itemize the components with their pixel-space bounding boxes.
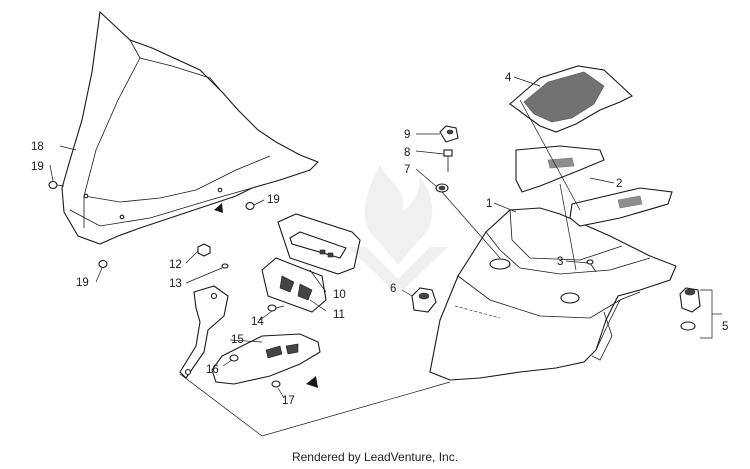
callout-10: 10 (333, 289, 346, 301)
hood (429, 207, 677, 381)
callout-2: 2 (616, 178, 622, 190)
callout-19: 19 (267, 194, 280, 206)
callout-14: 14 (251, 316, 264, 328)
latch-bolt-8 (443, 149, 453, 172)
screw-19-left (48, 180, 65, 190)
screw-14 (267, 304, 285, 312)
callout-18: 18 (31, 141, 44, 153)
gauge-pod (277, 213, 361, 275)
leader-lines (49, 76, 722, 437)
callout-8: 8 (404, 147, 410, 159)
screw-16 (229, 354, 239, 362)
callout-16: 16 (206, 364, 219, 376)
callout-11: 11 (333, 309, 345, 321)
support-bracket-upper (179, 285, 229, 379)
callout-19: 19 (31, 161, 44, 173)
callout-12: 12 (169, 259, 182, 271)
screw-19-right (245, 201, 255, 211)
light-socket-6 (411, 287, 437, 313)
side-panel-upper (515, 145, 605, 193)
leadventure-watermark-logo (348, 165, 448, 295)
callout-17: 17 (282, 395, 295, 407)
callout-1: 1 (486, 198, 492, 210)
callout-5: 5 (722, 321, 728, 333)
callout-3: 3 (557, 256, 563, 268)
callout-6: 6 (390, 283, 396, 295)
storage-net (509, 65, 633, 133)
callout-7: 7 (404, 164, 410, 176)
latch-knob-9 (439, 125, 459, 143)
fuel-cap-5 (679, 287, 701, 331)
callout-9: 9 (404, 129, 410, 141)
callout-4: 4 (505, 72, 512, 84)
render-credit: Rendered by LeadVenture, Inc. (291, 450, 459, 464)
support-bracket-lower (211, 333, 321, 388)
windshield (61, 10, 319, 245)
callout-15: 15 (231, 334, 244, 346)
bolt-12 (197, 243, 211, 257)
callout-13: 13 (169, 278, 182, 290)
washer-13 (221, 263, 229, 269)
nut-19-bottom (98, 259, 108, 269)
callouts: 18 19 19 19 12 13 14 10 11 15 16 17 9 8 … (31, 72, 728, 407)
screw-17 (271, 380, 281, 388)
callout-19: 19 (76, 277, 89, 289)
gauge-bracket (261, 257, 327, 313)
side-panel-lower (569, 187, 673, 227)
fastener-3 (586, 259, 597, 273)
